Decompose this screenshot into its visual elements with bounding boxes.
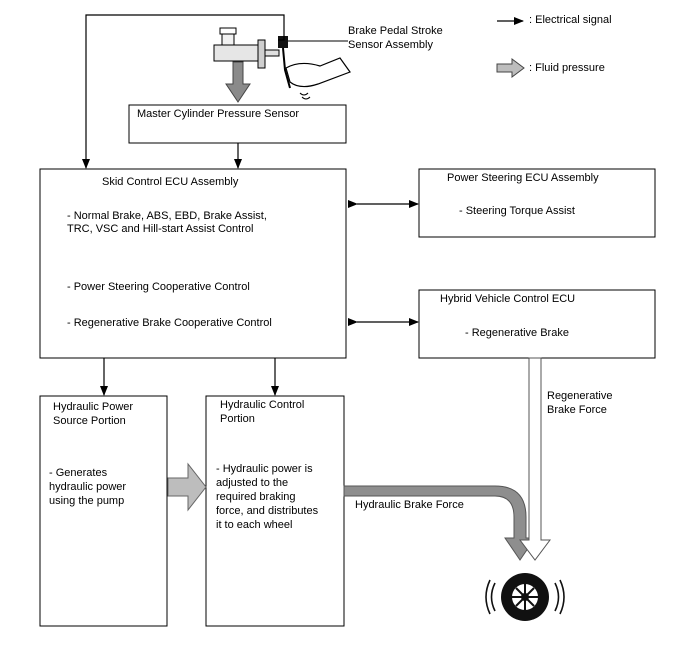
power-steering-ecu-box [418, 168, 656, 238]
regenerative-brake-force-arrow [519, 357, 551, 561]
skid-ecu-item2: - Power Steering Cooperative Control [67, 281, 250, 293]
power-steering-title: Power Steering ECU Assembly [447, 172, 599, 184]
master-cylinder-box [128, 104, 347, 144]
hydraulic-power-source-box [39, 395, 168, 627]
skid-ecu-item1-line2: TRC, VSC and Hill-start Assist Control [67, 223, 254, 235]
hydraulic-brake-force-arrow [343, 485, 536, 561]
signal-line-sensor-top [82, 14, 285, 169]
hybrid-vehicle-ecu-box [418, 289, 656, 359]
hydraulic-control-desc-line1: - Hydraulic power is [216, 463, 313, 475]
hydraulic-control-desc-line2: adjusted to the [216, 477, 289, 489]
regen-force-label-line2: Brake Force [547, 404, 607, 416]
sensor-label-line2: Sensor Assembly [348, 39, 433, 51]
skid-ecu-item1-line1: - Normal Brake, ABS, EBD, Brake Assist, [67, 210, 267, 222]
hybrid-ecu-title: Hybrid Vehicle Control ECU [440, 293, 576, 305]
legend-fluid-label: : Fluid pressure [529, 62, 605, 74]
fluid-pressure-arrow-icon [496, 58, 525, 78]
fluid-arrow-power-to-control [167, 462, 207, 512]
fluid-arrow-master-cylinder [225, 61, 251, 103]
hydraulic-power-desc-line1: - Generates [49, 467, 108, 479]
wheel-icon [485, 573, 565, 621]
hydraulic-control-title-line1: Hydraulic Control [220, 399, 305, 411]
hybrid-ecu-item: - Regenerative Brake [465, 327, 569, 339]
hydraulic-power-title-line2: Source Portion [53, 415, 126, 427]
power-steering-item: - Steering Torque Assist [459, 205, 575, 217]
hydraulic-power-title-line1: Hydraulic Power [53, 401, 134, 413]
hydraulic-control-desc-line4: force, and distributes [216, 505, 319, 517]
hydraulic-control-desc-line5: it to each wheel [216, 519, 293, 531]
hydraulic-power-desc-line3: using the pump [49, 495, 125, 507]
hydraulic-control-desc-line3: required braking [216, 491, 296, 503]
hydraulic-power-desc-line2: hydraulic power [49, 481, 127, 493]
sensor-label-line1: Brake Pedal Stroke [348, 25, 443, 37]
hydraulic-control-title-line2: Portion [220, 413, 255, 425]
regen-force-label-line1: Regenerative [547, 390, 613, 402]
skid-control-ecu-box [39, 168, 347, 359]
legend-electrical-label: : Electrical signal [529, 14, 612, 26]
skid-ecu-item3: - Regenerative Brake Cooperative Control [67, 317, 272, 329]
master-cylinder-title: Master Cylinder Pressure Sensor [137, 108, 300, 120]
brake-pedal-icon [213, 27, 351, 100]
hydraulic-control-box [205, 395, 345, 627]
hydraulic-force-label: Hydraulic Brake Force [355, 499, 464, 511]
skid-ecu-title: Skid Control ECU Assembly [102, 176, 239, 188]
